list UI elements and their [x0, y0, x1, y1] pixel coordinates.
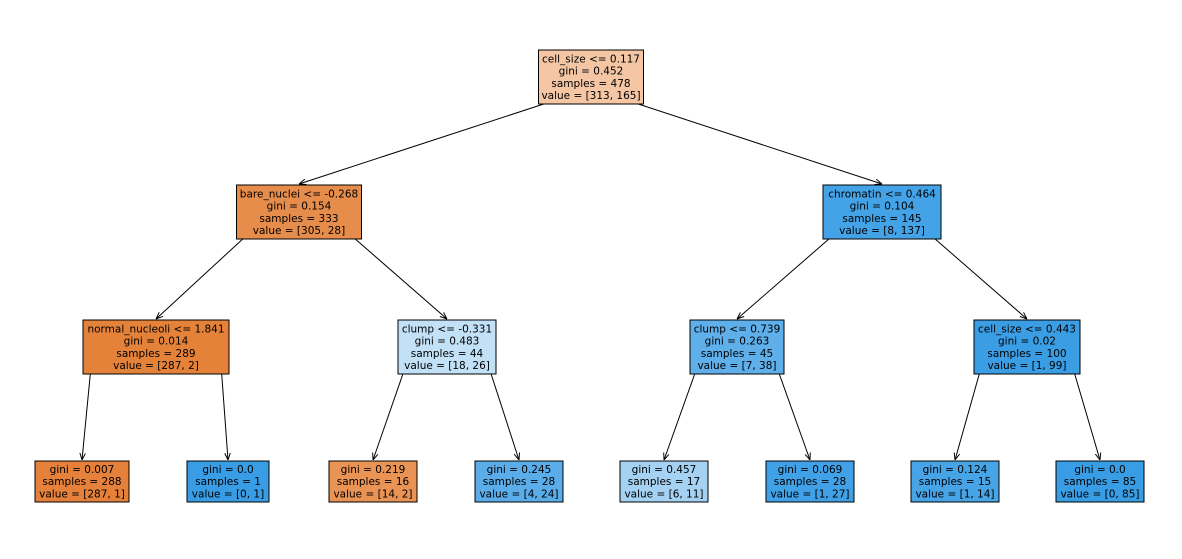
edge-n5-to-n11 — [664, 373, 696, 460]
node-box — [474, 460, 564, 503]
node-text-line: value = [18, 26] — [404, 360, 490, 372]
node-text-line: samples = 17 — [628, 476, 700, 488]
edge-n4-to-n10 — [490, 373, 519, 460]
node-text-line: chromatin <= 0.464 — [828, 188, 936, 200]
edge-n2-to-n6 — [934, 238, 1027, 319]
node-text-line: samples = 478 — [551, 78, 630, 90]
node-text-line: value = [7, 38] — [697, 360, 776, 372]
edge-n5-to-n12 — [778, 373, 810, 460]
edge-n2-to-n5 — [737, 238, 830, 319]
node-text-line: value = [305, 28] — [253, 225, 345, 237]
node-text-line: value = [287, 2] — [113, 360, 199, 372]
node-text-line: gini = 0.219 — [341, 464, 406, 476]
node-text-line: gini = 0.007 — [50, 464, 115, 476]
node-text-line: gini = 0.154 — [267, 201, 332, 213]
node-text-line: value = [0, 85] — [1060, 488, 1139, 500]
node-box — [328, 460, 418, 503]
node-box — [397, 319, 497, 375]
node-text-line: samples = 28 — [483, 476, 555, 488]
node-box — [765, 460, 855, 503]
node-text-line: value = [1, 14] — [915, 488, 994, 500]
node-text-line: samples = 289 — [116, 348, 195, 360]
node-text-line: cell_size <= 0.443 — [978, 323, 1076, 335]
node-text-line: samples = 288 — [42, 476, 121, 488]
node-text-line: clump <= 0.739 — [694, 323, 781, 335]
node-text-line: value = [1, 99] — [987, 360, 1066, 372]
node-text-line: value = [14, 2] — [333, 488, 412, 500]
node-text-line: value = [1, 27] — [770, 488, 849, 500]
node-text-line: value = [8, 137] — [839, 225, 925, 237]
node-text-line: cell_size <= 0.117 — [542, 53, 640, 65]
node-text-line: value = [4, 24] — [479, 488, 558, 500]
node-text-line: gini = 0.0 — [202, 464, 253, 476]
edge-n1-to-n4 — [354, 238, 447, 319]
edge-n1-to-n3 — [156, 238, 244, 319]
node-text-line: value = [287, 1] — [39, 488, 125, 500]
node-text-line: gini = 0.104 — [850, 201, 915, 213]
node-text-line: samples = 85 — [1064, 476, 1136, 488]
node-text-line: normal_nucleoli <= 1.841 — [87, 323, 224, 335]
edge-root-to-n1 — [299, 103, 544, 184]
node-text-line: clump <= -0.331 — [402, 323, 492, 335]
node-text-line: value = [6, 11] — [624, 488, 703, 500]
node-box — [619, 460, 709, 503]
edge-n3-to-n7 — [82, 373, 91, 460]
node-text-line: gini = 0.0 — [1074, 464, 1125, 476]
node-text-line: samples = 145 — [842, 213, 921, 225]
node-text-line: samples = 333 — [259, 213, 338, 225]
node-text-line: gini = 0.069 — [778, 464, 843, 476]
node-box — [236, 184, 362, 240]
edge-n4-to-n9 — [373, 373, 404, 460]
node-text-line: gini = 0.014 — [124, 336, 189, 348]
edge-n6-to-n13 — [955, 373, 980, 460]
node-box — [82, 319, 230, 375]
node-box — [538, 49, 644, 105]
node-box — [186, 460, 270, 503]
node-text-line: value = [313, 165] — [541, 90, 640, 102]
node-text-line: gini = 0.483 — [415, 336, 480, 348]
edge-n3-to-n8 — [221, 373, 228, 460]
node-box — [910, 460, 1000, 503]
edge-n6-to-n14 — [1074, 373, 1100, 460]
node-text-line: gini = 0.457 — [632, 464, 697, 476]
node-text-line: samples = 15 — [919, 476, 991, 488]
tree-edges — [82, 103, 1100, 460]
node-text-line: gini = 0.245 — [487, 464, 552, 476]
node-text-line: gini = 0.452 — [559, 66, 624, 78]
node-text-line: gini = 0.02 — [998, 336, 1056, 348]
node-text-line: samples = 100 — [987, 348, 1066, 360]
node-text-line: samples = 1 — [195, 476, 261, 488]
node-box — [1055, 460, 1145, 503]
node-text-line: samples = 16 — [337, 476, 410, 488]
node-box — [34, 460, 130, 503]
node-box — [822, 184, 942, 240]
node-text-line: samples = 28 — [774, 476, 846, 488]
node-text-line: samples = 44 — [411, 348, 484, 360]
node-box — [973, 319, 1081, 375]
edge-root-to-n2 — [638, 103, 882, 184]
node-text-line: gini = 0.263 — [705, 336, 770, 348]
node-text-line: value = [0, 1] — [192, 488, 264, 500]
node-text-line: gini = 0.124 — [923, 464, 988, 476]
node-text-line: samples = 45 — [701, 348, 773, 360]
node-box — [689, 319, 785, 375]
node-text-line: bare_nuclei <= -0.268 — [240, 188, 358, 200]
